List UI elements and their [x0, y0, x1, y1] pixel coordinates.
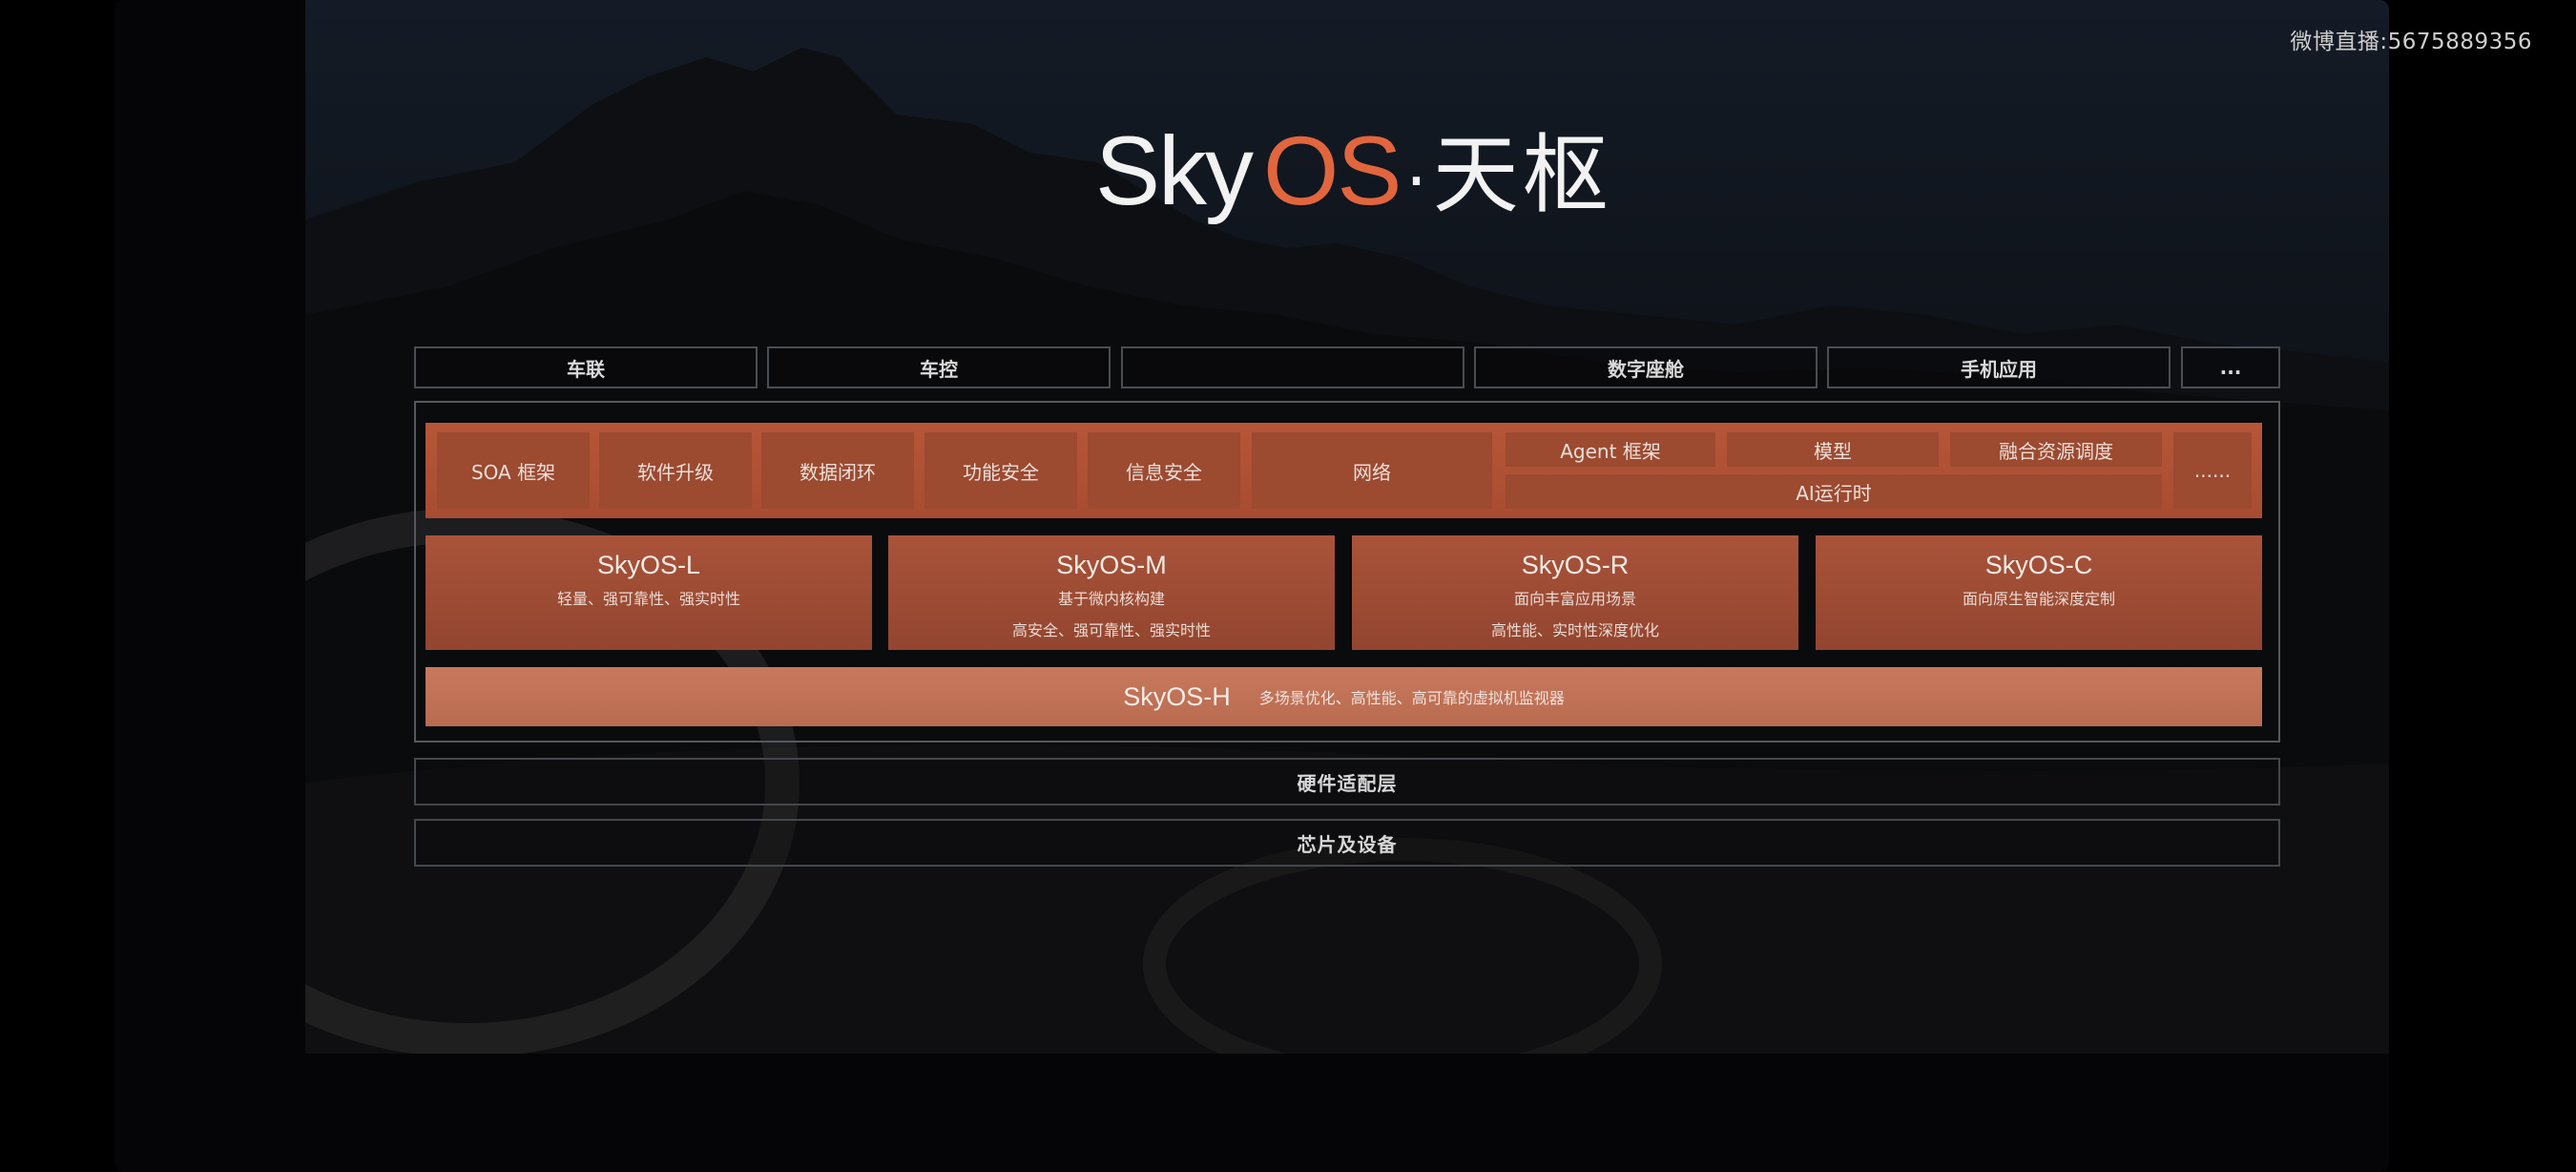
- app-placeholder: [1121, 346, 1465, 388]
- service-more: ......: [2173, 432, 2252, 509]
- os-frame: [414, 401, 2280, 743]
- os-desc-line2: 高性能、实时性深度优化: [1490, 620, 1659, 639]
- os-card-r: SkyOS-R 面向丰富应用场景 高性能、实时性深度优化: [1352, 535, 1798, 650]
- app-vehicle-connectivity: 车联: [414, 346, 758, 388]
- service-network: 网络: [1252, 432, 1492, 509]
- service-soa-framework: SOA 框架: [437, 432, 590, 509]
- os-desc-line1: 基于微内核构建: [1057, 590, 1165, 608]
- service-data-loop: 数据闭环: [761, 432, 914, 509]
- watermark: 微博直播:5675889356: [2290, 30, 2532, 54]
- os-card-m: SkyOS-M 基于微内核构建 高安全、强可靠性、强实时性: [888, 535, 1335, 650]
- os-card-c: SkyOS-C 面向原生智能深度定制: [1816, 535, 2262, 650]
- hypervisor-desc: 多场景优化、高性能、高可靠的虚拟机监视器: [1258, 689, 1565, 707]
- hypervisor-bar: SkyOS-H 多场景优化、高性能、高可靠的虚拟机监视器: [426, 667, 2262, 726]
- os-desc-line2: 高安全、强可靠性、强实时性: [1011, 620, 1211, 639]
- skyos-logo: Sky OS · 天枢: [1095, 105, 1612, 229]
- service-ai-runtime: AI运行时: [1506, 474, 2162, 509]
- os-card-l: SkyOS-L 轻量、强可靠性、强实时性: [426, 535, 872, 650]
- app-vehicle-control: 车控: [767, 346, 1111, 388]
- service-fusion-scheduling: 融合资源调度: [1950, 432, 2162, 467]
- hardware-adapter-layer: 硬件适配层: [414, 758, 2280, 806]
- os-desc-line1: 面向丰富应用场景: [1513, 590, 1636, 608]
- hypervisor-title: SkyOS-H: [1123, 681, 1231, 711]
- service-software-upgrade: 软件升级: [599, 432, 752, 509]
- service-functional-safety: 功能安全: [924, 432, 1077, 509]
- chips-devices-layer: 芯片及设备: [414, 819, 2280, 867]
- logo-chinese-name: 天枢: [1432, 125, 1612, 225]
- mountain-silhouette: [305, 48, 2389, 1054]
- logo-dot: ·: [1405, 142, 1427, 220]
- presentation-slide: [114, 0, 2389, 1172]
- app-more: ...: [2181, 346, 2280, 388]
- os-title: SkyOS-L: [596, 551, 701, 579]
- os-title: SkyOS-R: [1521, 551, 1630, 579]
- background-photo: [305, 0, 2389, 1054]
- app-mobile: 手机应用: [1827, 346, 2171, 388]
- os-desc-line1: 面向原生智能深度定制: [1962, 590, 2115, 608]
- service-model: 模型: [1727, 432, 1939, 467]
- os-desc-line1: 轻量、强可靠性、强实时性: [556, 590, 740, 608]
- os-title: SkyOS-M: [1056, 551, 1167, 579]
- os-title: SkyOS-C: [1984, 551, 2093, 579]
- logo-os: OS: [1263, 116, 1402, 225]
- logo-sky: Sky: [1095, 116, 1254, 225]
- app-digital-cockpit: 数字座舱: [1474, 346, 1818, 388]
- service-agent-framework: Agent 框架: [1506, 432, 1715, 467]
- service-info-security: 信息安全: [1088, 432, 1240, 509]
